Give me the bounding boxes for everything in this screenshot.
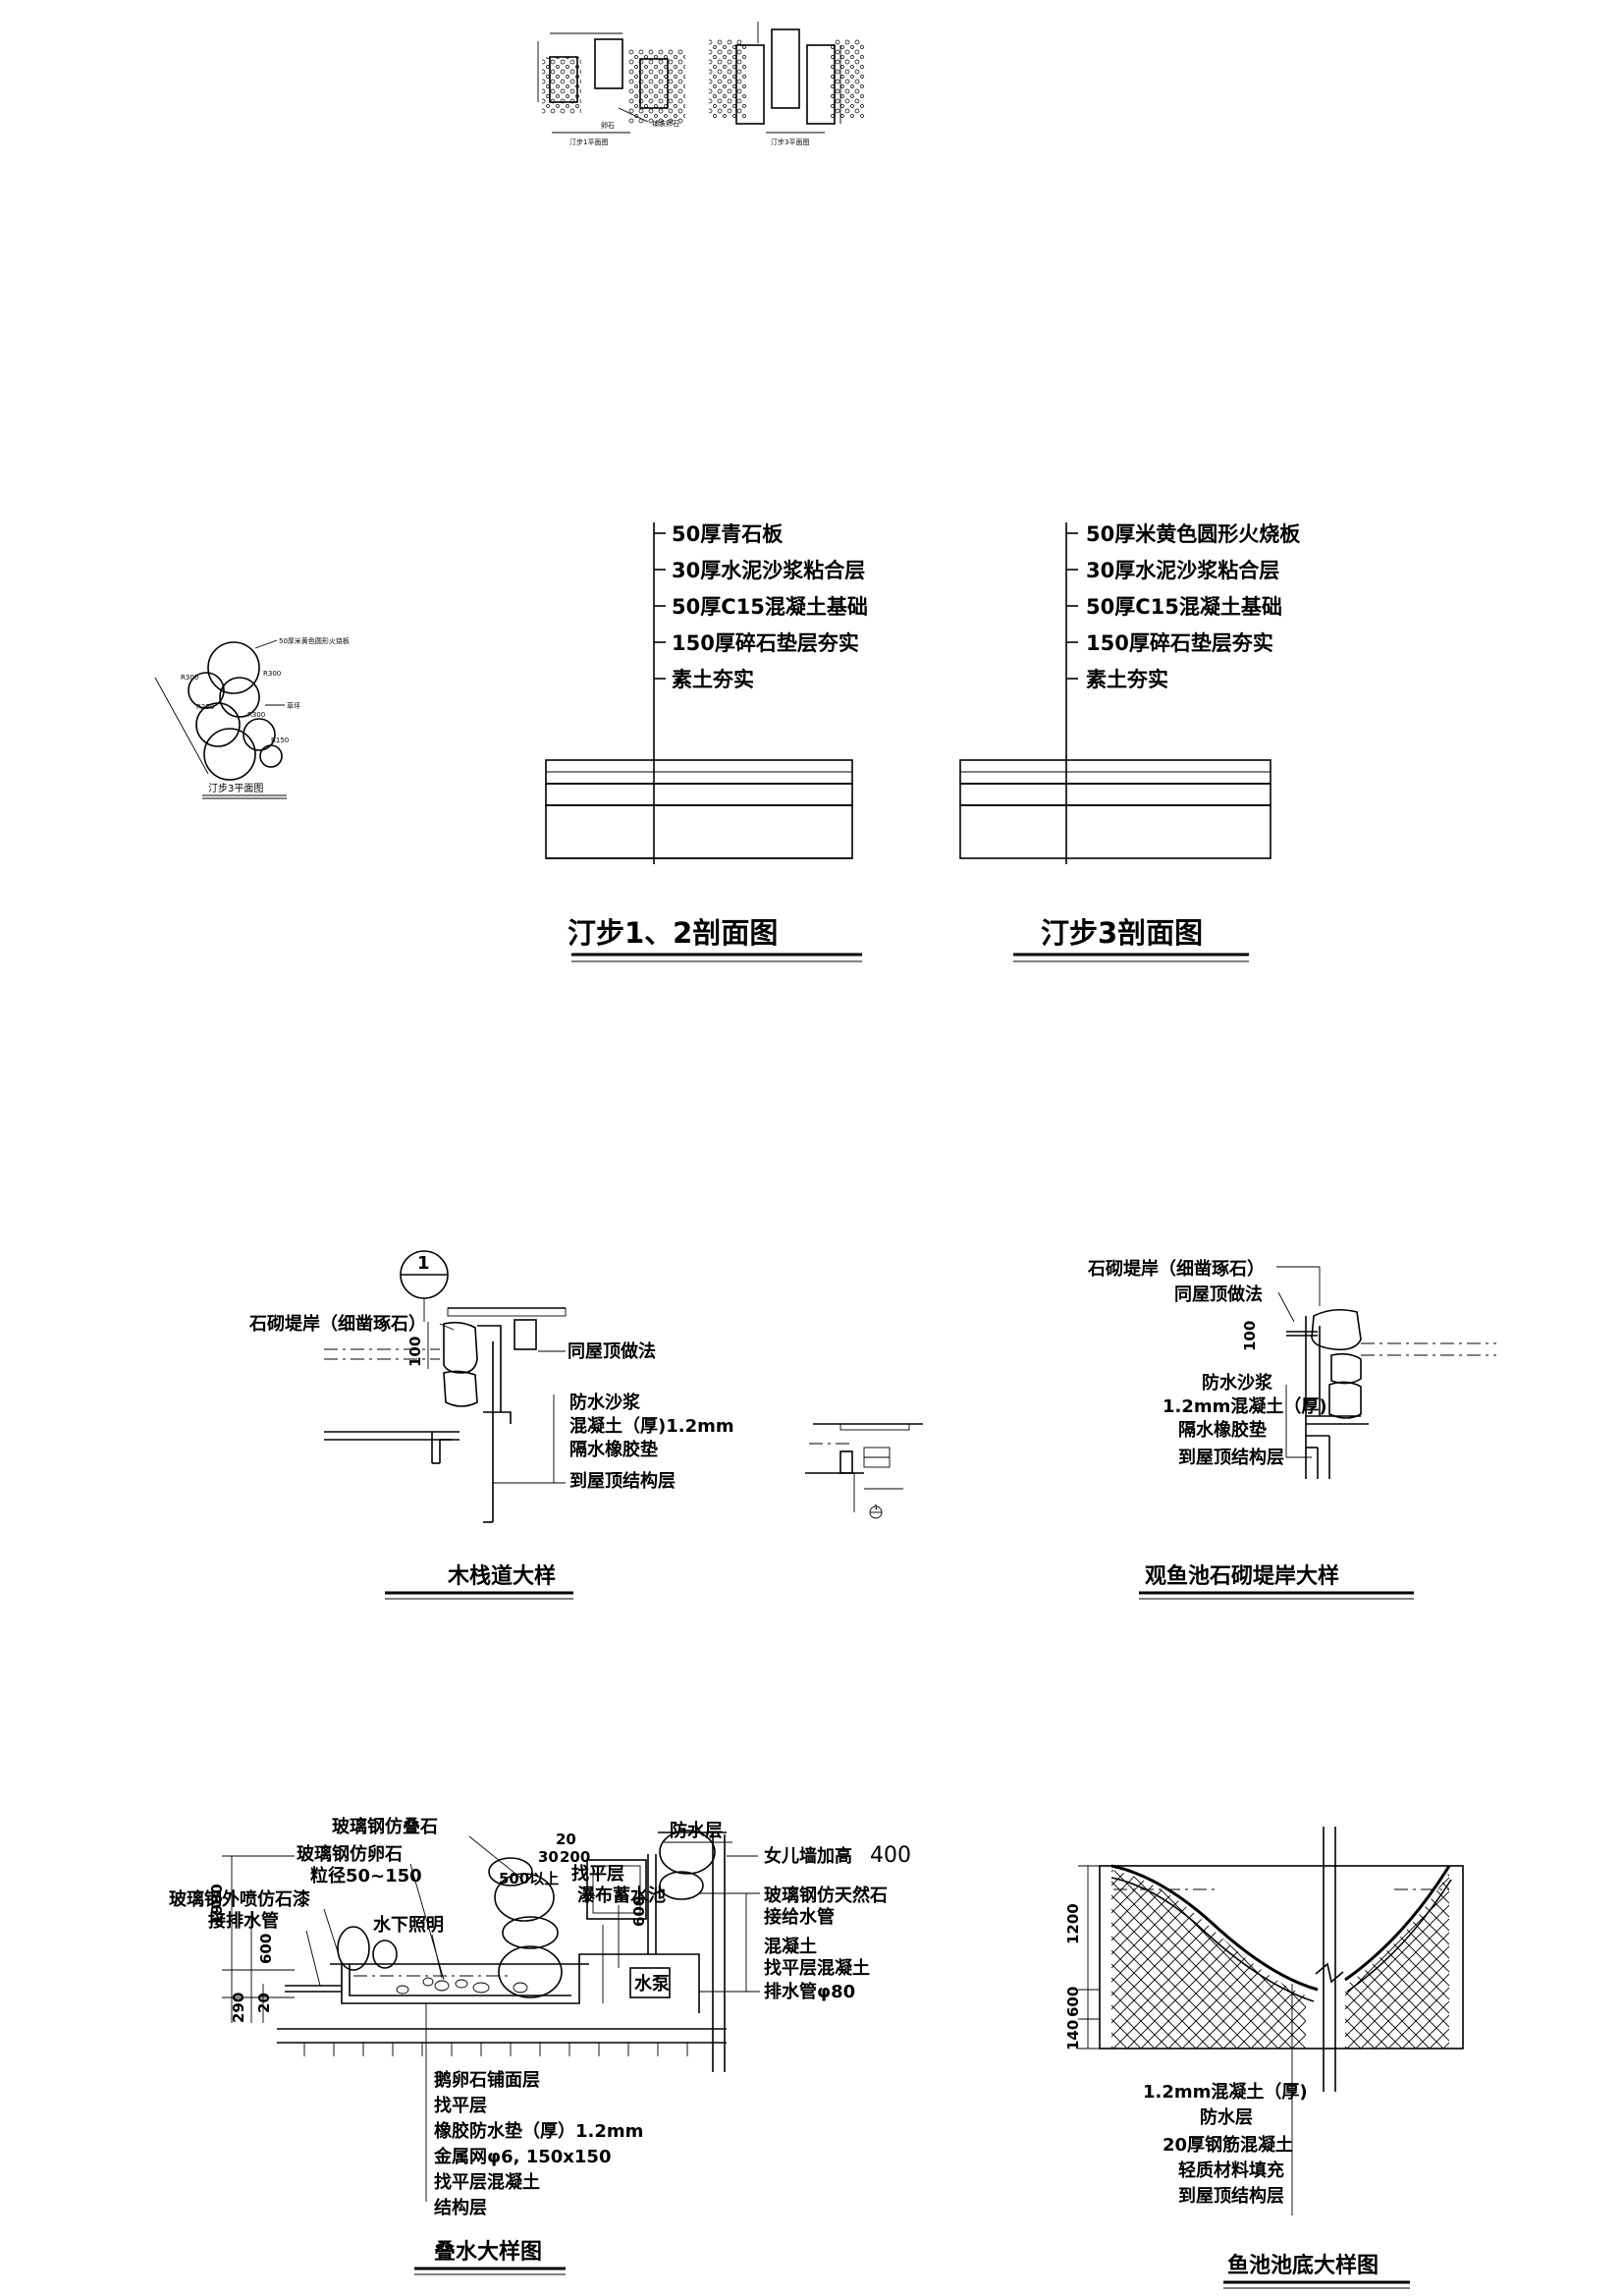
section3-title: 汀步3剖面图 [1041, 916, 1203, 950]
plan-1-note2: 铺装卵石 [652, 119, 679, 128]
pond-label-1: 1.2mm混凝土（厚) [1143, 2081, 1308, 2103]
cascade-top-3: 防水层 [670, 1820, 723, 1841]
fishbank-label-4: 1.2mm混凝土（厚) [1163, 1395, 1327, 1417]
fishbank-label-3: 防水沙浆 [1202, 1372, 1273, 1394]
cascade-title: 叠水大样图 [434, 2239, 542, 2265]
small-detail-marker: 1 [874, 1503, 878, 1511]
section12-layer-2: 30厚水泥沙浆粘合层 [672, 559, 865, 582]
cascade-top-5: 400 [870, 1843, 911, 1868]
section3-layer-2: 30厚水泥沙浆粘合层 [1086, 559, 1279, 582]
boardwalk-label-5: 隔水橡胶垫 [569, 1439, 658, 1460]
plan-3-r5: R150 [271, 737, 289, 744]
section3-layer-4: 150厚碎石垫层夯实 [1086, 631, 1273, 655]
plan-3-r2: R300 [181, 674, 198, 682]
plan-1-title: 汀步1平面图 [569, 138, 608, 146]
cascade-dim-500: 500以上 [499, 1870, 559, 1887]
plan-3-r4: R300 [247, 711, 265, 719]
cascade-right-2: 接给水管 [764, 1906, 835, 1928]
plan-3-note2: 草坪 [287, 701, 300, 710]
fishpond-bank-detail: 石砌堤岸（细凿琢石） 同屋顶做法 100 防水沙浆 1.2mm混凝土（厚) 隔水… [1087, 1258, 1496, 1600]
boardwalk-marker: 1 [417, 1253, 430, 1274]
cascade-left-3: 粒径50~150 [310, 1865, 422, 1886]
cascade-dim-20b: 20 [556, 1831, 576, 1848]
cascade-dim-30: 30 [538, 1848, 559, 1866]
boardwalk-label-3: 防水沙浆 [569, 1392, 641, 1413]
plan-3-note: 50厚米黄色圆形火烧板 [279, 636, 350, 645]
cascade-right-4: 找平层混凝土 [764, 1957, 870, 1979]
cascade-dim-600: 600 [257, 1934, 275, 1964]
fishbank-label-6: 到屋顶结构层 [1178, 1447, 1284, 1468]
section12-title: 汀步1、2剖面图 [568, 916, 778, 950]
cascade-bottom-2: 找平层 [434, 2095, 487, 2116]
cascade-bottom-1: 鹅卵石铺面层 [434, 2069, 540, 2091]
boardwalk-label-4: 混凝土（厚)1.2mm [569, 1415, 734, 1437]
pond-label-5: 到屋顶结构层 [1178, 2185, 1284, 2207]
cascade-left-1: 玻璃钢仿叠石 [332, 1816, 438, 1837]
plan-3-r3: R250 [196, 703, 214, 711]
cascade-left-5: 接排水管 [208, 1910, 279, 1932]
fishbank-label-5: 隔水橡胶垫 [1178, 1419, 1267, 1441]
cascade-detail: 1900 600 290 20 [169, 1816, 911, 2275]
fishbank-label-2: 同屋顶做法 [1174, 1284, 1263, 1305]
cascade-bottom-3: 橡胶防水垫（厚）1.2mm [434, 2120, 643, 2142]
section12-layer-1: 50厚青石板 [672, 522, 784, 546]
section3-layer-3: 50厚C15混凝土基础 [1086, 595, 1282, 619]
cascade-top-4: 女儿墙加高 [764, 1845, 852, 1867]
cascade-right-1: 玻璃钢仿天然石 [764, 1885, 888, 1906]
pond-dim-600: 600 [1064, 1987, 1082, 2017]
pond-title: 鱼池池底大样图 [1227, 2253, 1379, 2278]
stepping-plan-3: 50厚米黄色圆形火烧板 草坪 R300 R300 R250 R300 R150 … [154, 636, 350, 799]
fishbank-title: 观鱼池石砌堤岸大样 [1145, 1563, 1339, 1589]
pond-dim-140: 140 [1064, 2020, 1082, 2050]
cascade-dim-1900: 1900 [208, 1884, 226, 1925]
boardwalk-label-2: 同屋顶做法 [568, 1340, 656, 1362]
cascade-dim-20: 20 [255, 1993, 273, 2013]
pond-dim-1200: 1200 [1064, 1903, 1082, 1944]
pond-label-4: 轻质材料填充 [1178, 2159, 1284, 2181]
section12-layer-4: 150厚碎石垫层夯实 [672, 631, 859, 655]
stepping-plan-2: 汀步3平面图 [709, 22, 864, 146]
cascade-right-5: 排水管φ80 [764, 1981, 855, 2002]
boardwalk-label-1: 石砌堤岸（细凿琢石） [248, 1313, 426, 1335]
boardwalk-title: 木栈道大样 [447, 1563, 556, 1589]
cascade-dim-600b: 600 [630, 1896, 648, 1927]
stepping-section-3: 50厚米黄色圆形火烧板 30厚水泥沙浆粘合层 50厚C15混凝土基础 150厚碎… [959, 522, 1301, 962]
fishbank-label-1: 石砌堤岸（细凿琢石） [1087, 1258, 1265, 1280]
boardwalk-small-detail: 1 [805, 1423, 923, 1519]
cascade-top-2: 瀑布蓄水池 [577, 1885, 666, 1906]
cascade-bottom-4: 金属网φ6, 150x150 [433, 2146, 611, 2167]
section3-layer-5: 素土夯实 [1086, 668, 1168, 691]
plan-2-title: 汀步3平面图 [771, 138, 809, 146]
boardwalk-detail: 1 100 石砌堤岸（细凿琢石） 同屋顶做法 防水沙浆 混凝土（厚)1.2mm … [248, 1250, 734, 1600]
cascade-bottom-5: 找平层混凝土 [434, 2171, 540, 2193]
cascade-left-6: 水下照明 [373, 1914, 444, 1936]
cascade-bottom-6: 结构层 [434, 2197, 487, 2218]
cascade-left-4: 玻璃钢外喷仿石漆 [169, 1888, 310, 1910]
boardwalk-label-6: 到屋顶结构层 [569, 1470, 676, 1492]
boardwalk-dim: 100 [406, 1337, 424, 1367]
section3-layer-1: 50厚米黄色圆形火烧板 [1086, 522, 1301, 546]
pond-bottom-detail: 1200 600 140 1.2mm混凝土（厚) 防水层 20厚钢筋混凝土 轻质… [1064, 1827, 1464, 2289]
cascade-right-3: 混凝土 [764, 1936, 817, 1957]
cascade-pump: 水泵 [634, 1973, 670, 1995]
cascade-dim-200: 200 [560, 1848, 590, 1866]
plan-3-title: 汀步3平面图 [208, 783, 263, 794]
stepping-plan-1: 汀步1平面图 卵石 铺装卵石 [537, 32, 685, 146]
pond-label-3: 20厚钢筋混凝土 [1163, 2134, 1293, 2156]
fishbank-dim: 100 [1241, 1321, 1259, 1351]
plan-3-r1: R300 [263, 670, 281, 678]
cascade-left-2: 玻璃钢仿卵石 [297, 1843, 403, 1865]
pond-label-2: 防水层 [1200, 2106, 1253, 2128]
cascade-dim-290: 290 [230, 1993, 247, 2023]
cascade-top-1: 找平层 [571, 1863, 624, 1885]
section12-layer-5: 素土夯实 [672, 668, 754, 691]
section12-layer-3: 50厚C15混凝土基础 [672, 595, 868, 619]
plan-1-note: 卵石 [601, 121, 615, 130]
stepping-section-12: 50厚青石板 30厚水泥沙浆粘合层 50厚C15混凝土基础 150厚碎石垫层夯实… [545, 522, 868, 962]
